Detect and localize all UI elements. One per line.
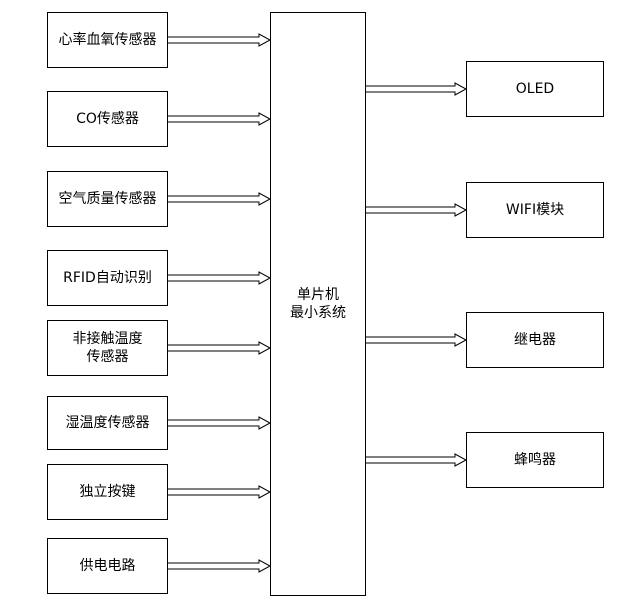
output-box-oled: OLED [466,61,604,117]
input-arrow-7 [168,485,272,499]
input-box-co-sensor: CO传感器 [47,91,168,147]
output-box-relay: 继电器 [466,312,604,368]
input-box-humidity-temp-sensor: 湿温度传感器 [47,396,168,450]
input-arrow-5 [168,341,272,355]
input-box-air-quality-sensor: 空气质量传感器 [47,171,168,227]
input-arrow-4 [168,271,272,285]
output-arrow-4 [366,453,468,467]
input-arrow-3 [168,192,272,206]
input-box-heart-rate-spo2-sensor: 心率血氧传感器 [47,12,168,68]
input-arrow-2 [168,112,272,126]
mcu-minimum-system-box: 单片机 最小系统 [270,12,366,596]
input-box-rfid: RFID自动识别 [47,250,168,306]
input-arrow-8 [168,559,272,573]
output-arrow-3 [366,333,468,347]
input-arrow-1 [168,33,272,47]
input-box-power-supply-circuit: 供电电路 [47,538,168,594]
input-box-independent-keys: 独立按键 [47,464,168,520]
output-box-wifi-module: WIFI模块 [466,182,604,238]
input-box-contactless-temp-sensor: 非接触温度 传感器 [47,320,168,376]
output-box-buzzer: 蜂鸣器 [466,432,604,488]
output-arrow-1 [366,82,468,96]
output-arrow-2 [366,203,468,217]
input-arrow-6 [168,416,272,430]
